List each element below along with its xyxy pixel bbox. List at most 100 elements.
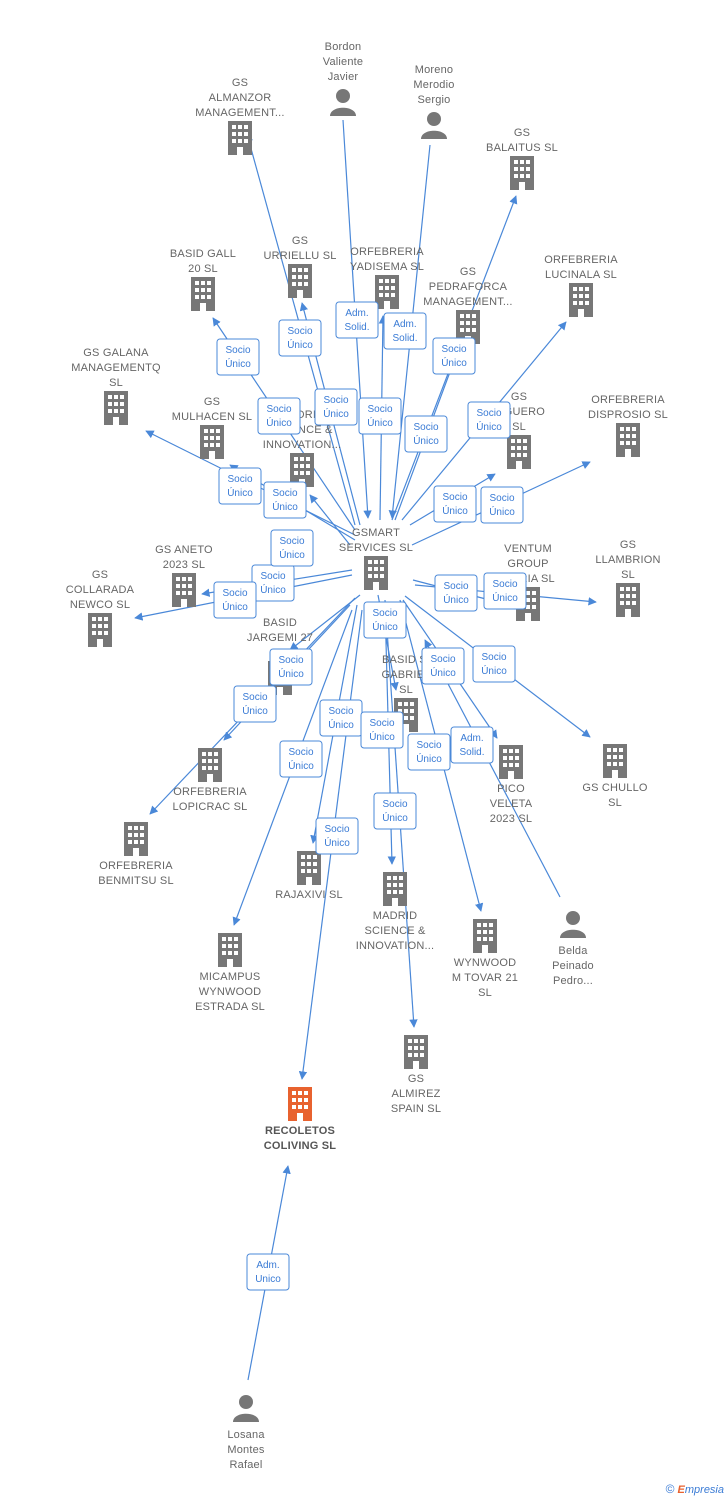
- building-icon[interactable]: [288, 1087, 312, 1121]
- building-icon[interactable]: [172, 573, 196, 607]
- node-belda[interactable]: BeldaPeinadoPedro...: [552, 911, 594, 987]
- edge-label-box[interactable]: [233, 685, 277, 723]
- edge-label-box[interactable]: [421, 647, 465, 685]
- building-icon[interactable]: [191, 277, 215, 311]
- building-icon[interactable]: [364, 556, 388, 590]
- edge-label-box[interactable]: [278, 319, 322, 357]
- edge-label-box[interactable]: [263, 481, 307, 519]
- building-icon[interactable]: [228, 121, 252, 155]
- building-icon[interactable]: [507, 435, 531, 469]
- person-icon[interactable]: [233, 1395, 259, 1422]
- building-icon[interactable]: [569, 283, 593, 317]
- edge-label-box[interactable]: [373, 792, 417, 830]
- edge-label-box[interactable]: [218, 467, 262, 505]
- edge-label-box[interactable]: [269, 648, 313, 686]
- building-icon[interactable]: [473, 919, 497, 953]
- edge-label-box[interactable]: [363, 601, 407, 639]
- building-icon[interactable]: [200, 425, 224, 459]
- building-icon[interactable]: [124, 822, 148, 856]
- node-almanzor[interactable]: GSALMANZORMANAGEMENT...: [195, 77, 284, 155]
- edge-label-belda-gabriel[interactable]: Adm.Solid.: [450, 726, 494, 764]
- building-icon[interactable]: [616, 583, 640, 617]
- edge-label-moreno-gsmart[interactable]: Adm.Solid.: [383, 312, 427, 350]
- node-rajaxivi[interactable]: RAJAXIVI SL: [275, 851, 343, 901]
- edge-label-box[interactable]: [434, 574, 478, 612]
- building-icon[interactable]: [297, 851, 321, 885]
- edge-label-box[interactable]: [467, 401, 511, 439]
- building-icon[interactable]: [616, 423, 640, 457]
- node-pedraforca[interactable]: GSPEDRAFORCAMANAGEMENT...: [423, 266, 512, 344]
- building-icon[interactable]: [404, 1035, 428, 1069]
- building-icon[interactable]: [88, 613, 112, 647]
- edge-label-losana-recoletos[interactable]: Adm.Unico: [246, 1253, 290, 1291]
- edge-label-box[interactable]: [383, 312, 427, 350]
- edge-label-box[interactable]: [483, 572, 527, 610]
- building-icon[interactable]: [198, 748, 222, 782]
- building-icon[interactable]: [288, 264, 312, 298]
- edge-label-box[interactable]: [450, 726, 494, 764]
- edge-label-box[interactable]: [404, 415, 448, 453]
- edge-label-box[interactable]: [213, 581, 257, 619]
- brand-name[interactable]: mpresia: [684, 1484, 724, 1496]
- building-icon[interactable]: [218, 933, 242, 967]
- building-icon[interactable]: [603, 744, 627, 778]
- edge-label-box[interactable]: [246, 1253, 290, 1291]
- edge-label-bordon-gsmart[interactable]: Adm.Solid.: [335, 301, 379, 339]
- building-icon[interactable]: [375, 275, 399, 309]
- edge-label-box[interactable]: [270, 529, 314, 567]
- edge-label-box[interactable]: [358, 397, 402, 435]
- edge-label-box[interactable]: [407, 733, 451, 771]
- building-icon[interactable]: [383, 872, 407, 906]
- edge-label-box[interactable]: [360, 711, 404, 749]
- edge-label-box[interactable]: [335, 301, 379, 339]
- edge-label-box[interactable]: [314, 388, 358, 426]
- edge-label-box[interactable]: [472, 645, 516, 683]
